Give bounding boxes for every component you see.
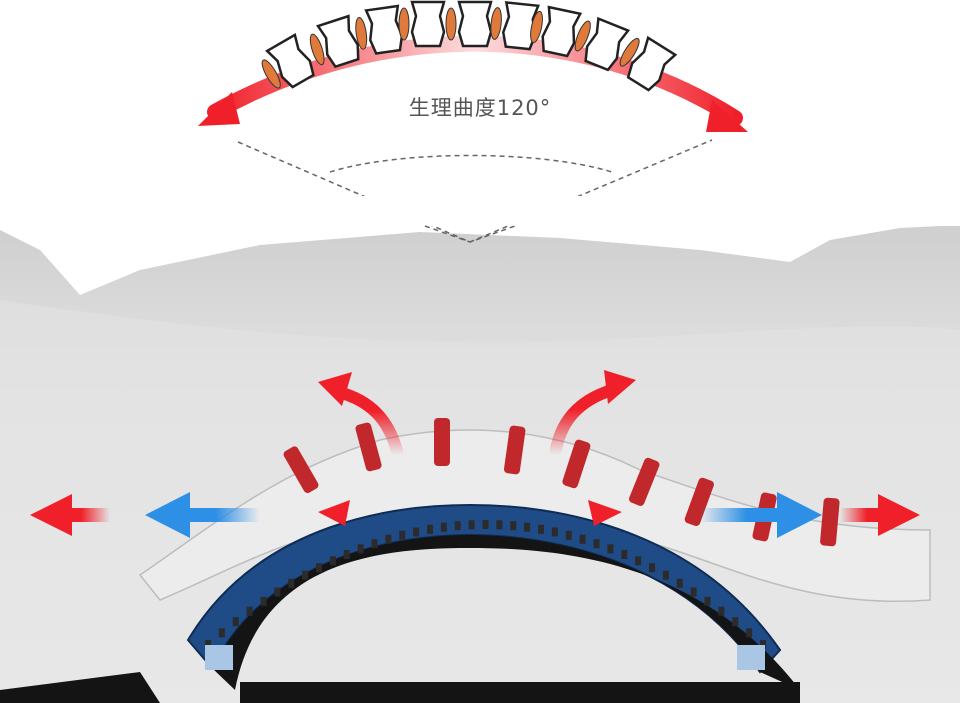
stretcher-stud [385,534,392,544]
stretcher-stud [218,628,225,638]
push-arrows [30,492,920,538]
arrow-red-right-shaft [840,508,885,522]
stretcher-stud [205,640,211,649]
stretcher-stud [732,617,739,627]
top-vertebra [574,16,631,72]
stretcher-studs [205,520,766,649]
spinal-disc [503,425,526,475]
arrow-icon [318,500,350,526]
curve-angle-label: 生理曲度120° [408,96,552,120]
stretcher-stud [454,521,461,531]
stretcher-stud [649,563,655,573]
dashed-angle-guide [237,139,713,243]
stretcher-stud [246,606,253,616]
stretcher-stud [288,578,295,588]
arrow-icon [878,494,920,536]
spinal-disc [684,477,714,527]
stretcher-stud [357,544,364,554]
spinal-disc [562,439,591,489]
curved-arrow-icon [549,384,618,461]
stretcher-stud [593,539,600,549]
top-vertebra [619,35,678,92]
top-vertebra [261,33,315,89]
arrow-icon [145,492,190,538]
stretcher-stud [316,563,322,573]
top-vertebra [309,14,360,69]
stretcher-stud [718,606,725,616]
arrow-icon [777,492,822,538]
arrowhead-lift-right [604,370,636,404]
stretcher-stud [579,534,586,544]
stretcher-stud [440,522,447,532]
top-vertebra [530,5,583,58]
top-vertebrae [261,0,678,92]
spinal-disc [820,497,840,547]
stretcher-stud [510,521,517,531]
spinal-disc [629,457,660,506]
arrowhead-left [198,92,240,126]
arrow-blue-left-shaft [180,508,260,522]
spinal-disc [355,422,382,472]
stretcher-stud [371,539,378,549]
lift-arrows [318,370,636,526]
stretcher-stud [704,596,711,606]
top-vertebra [398,0,446,48]
arrow-blue-right-shaft [700,508,785,522]
stretcher-stud [635,556,642,566]
stretcher-stud [427,524,433,534]
stretcher-stud [260,596,267,606]
stretcher-stud [468,520,475,530]
stretcher-stud [496,520,503,530]
stretcher-stud [690,587,697,597]
stretcher-stud [524,522,531,532]
arrowhead-right [706,100,748,132]
stretcher-stud [413,527,420,537]
stretcher-stud [676,578,683,588]
arrow-icon [30,494,72,536]
stretcher-stud [662,570,669,580]
stretcher-stud [565,530,572,540]
stretcher-stud [746,628,753,638]
stretcher-stud [329,556,336,566]
arrowhead-lift-left [318,372,352,406]
arrow-icon [588,500,622,526]
arrow-red-left-shaft [62,508,110,522]
stretcher-stud [399,530,406,540]
stretcher-stud [551,527,558,537]
stretcher-stud [274,587,281,597]
white-gap [0,196,960,226]
spine-stretcher [0,503,800,703]
stretcher-strap [0,672,160,703]
top-vertebra [445,0,493,48]
stretcher-stud [621,550,628,559]
top-vertebra [490,1,540,51]
stretcher-stud [232,617,239,627]
spinal-disc [283,446,319,494]
stretcher-foot-right [737,645,765,670]
dashed-angle-tip [424,225,516,243]
spinal-disc [434,418,450,466]
stretcher-stud [302,570,309,580]
curved-arrow-icon [332,386,404,461]
stretcher-foot-left [205,645,233,670]
top-vertebra [355,4,404,55]
stretcher-base [240,682,800,703]
stretcher-stud [760,640,766,649]
stretcher-stud [343,550,350,559]
stretcher-stud [607,544,614,554]
stretcher-stud [538,524,544,534]
stretcher-stud [482,520,489,529]
